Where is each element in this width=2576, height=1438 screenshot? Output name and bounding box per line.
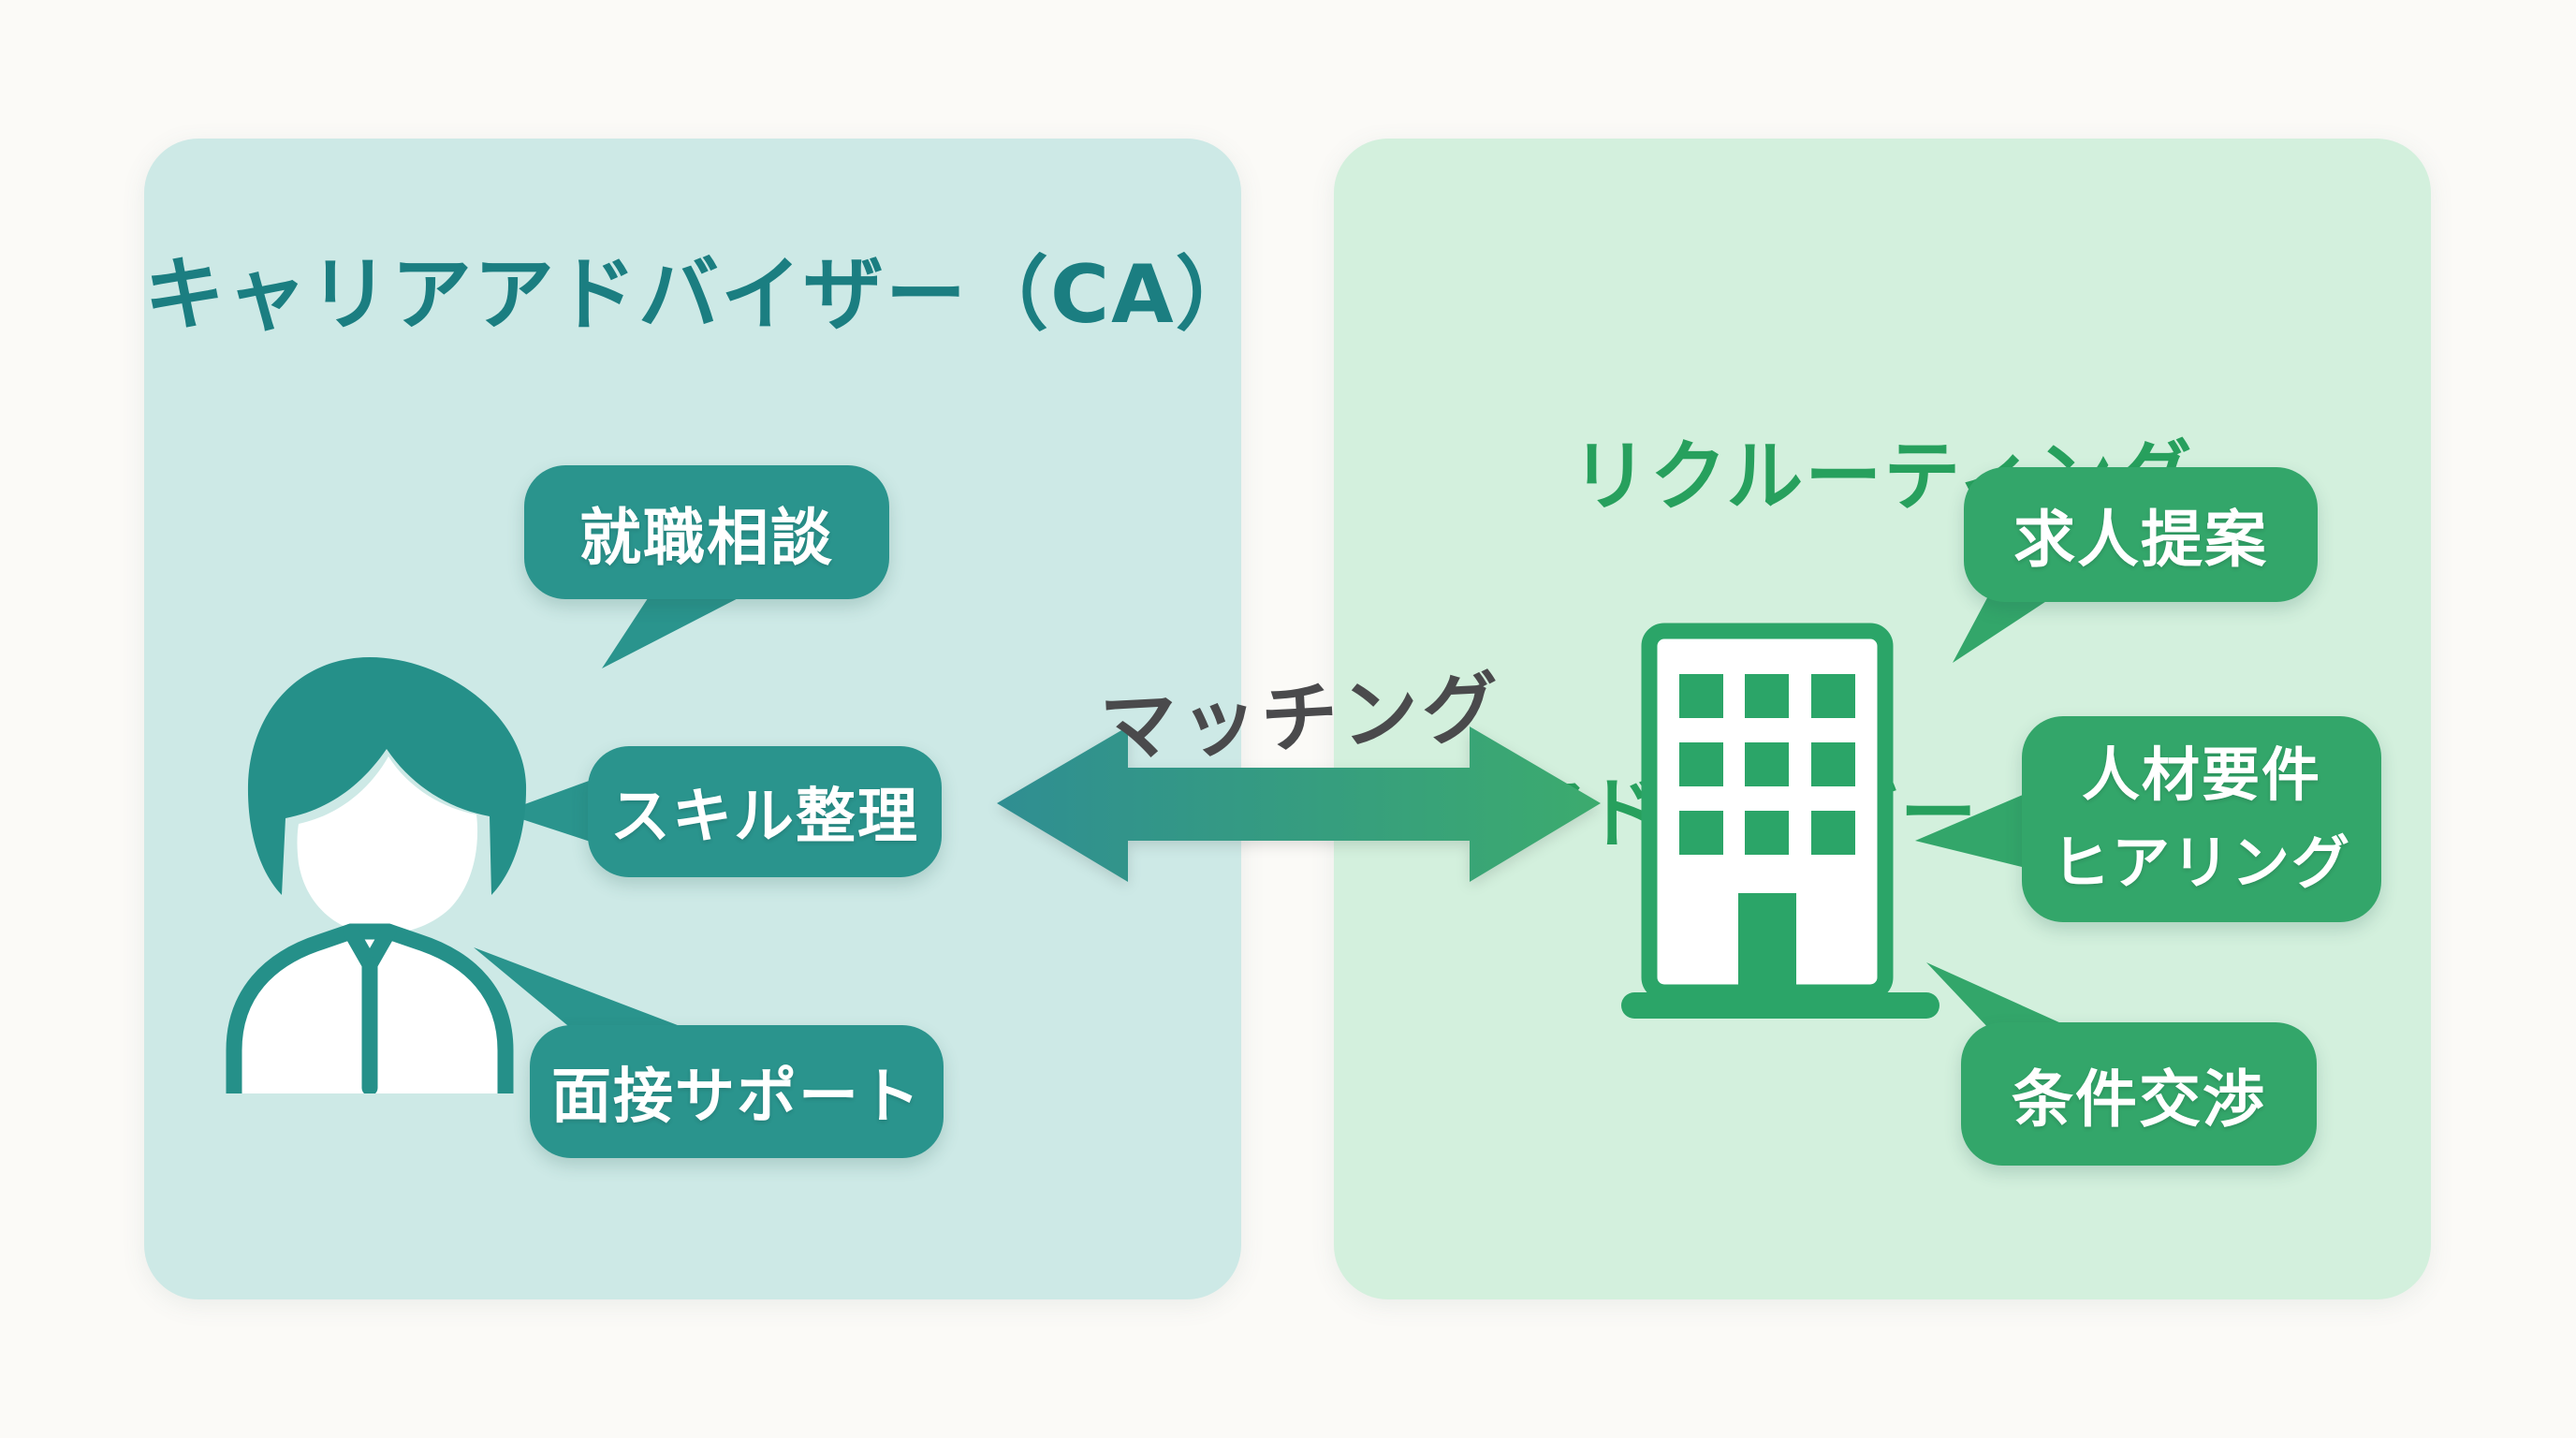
building-ground-line — [1621, 992, 1939, 1019]
speech-bubble-interview: 面接サポート — [530, 1025, 944, 1158]
speech-bubble-skills: スキル整理 — [588, 746, 942, 877]
speech-bubble-consult: 就職相談 — [524, 465, 889, 599]
speech-bubble-skills-label: スキル整理 — [610, 783, 919, 852]
speech-bubble-requirements-line2: ヒアリング — [2051, 829, 2351, 897]
speech-bubble-negotiation: 条件交渉 — [1961, 1022, 2317, 1166]
person-icon — [226, 657, 527, 1093]
building-window — [1745, 811, 1789, 855]
speech-bubble-requirements-line1: 人材要件 — [2081, 741, 2321, 809]
building-window — [1745, 742, 1789, 786]
speech-bubble-interview-label: 面接サポート — [551, 1063, 922, 1132]
building-door — [1738, 893, 1796, 992]
building-window — [1679, 742, 1723, 786]
speech-bubble-job-proposal-label: 求人提案 — [2013, 504, 2268, 576]
speech-bubble-consult-label: 就職相談 — [579, 501, 834, 574]
building-icon — [1621, 623, 1939, 1019]
building-window — [1745, 674, 1789, 718]
speech-bubble-job-proposal: 求人提案 — [1964, 467, 2318, 602]
building-window — [1811, 811, 1855, 855]
building-window — [1679, 674, 1723, 718]
speech-bubble-negotiation-label: 条件交渉 — [2012, 1063, 2266, 1136]
building-window — [1811, 742, 1855, 786]
person-face — [297, 756, 478, 935]
career-adviser-title: キャリアアドバイザー（CA） — [144, 248, 1258, 342]
matching-label: マッチング — [1098, 663, 1505, 774]
speech-bubble-requirements: 人材要件 ヒアリング — [2022, 716, 2381, 922]
building-window — [1811, 674, 1855, 718]
building-window — [1679, 811, 1723, 855]
person-hair — [247, 657, 527, 895]
